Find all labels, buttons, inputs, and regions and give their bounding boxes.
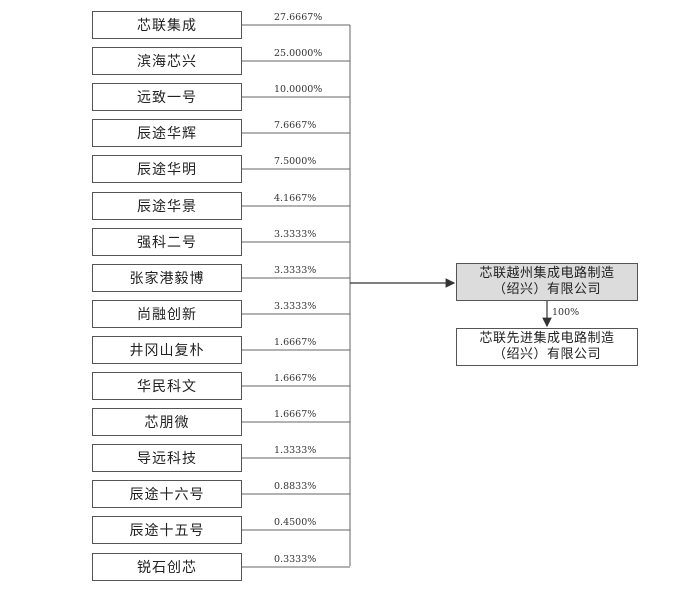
shareholding-percent-label: 3.3333% bbox=[274, 301, 317, 312]
shareholder-name: 锐石创芯 bbox=[137, 560, 197, 576]
shareholder-box: 辰途华辉 bbox=[92, 119, 242, 147]
shareholder-box: 辰途十五号 bbox=[92, 516, 242, 544]
shareholder-name: 辰途十六号 bbox=[129, 487, 205, 503]
shareholder-name: 芯朋微 bbox=[144, 415, 190, 431]
shareholder-name: 辰途华明 bbox=[137, 162, 197, 178]
shareholding-percent-label: 7.6667% bbox=[274, 120, 317, 131]
shareholder-name: 远致一号 bbox=[137, 90, 197, 106]
subsidiary-name-line1: 芯联先进集成电路制造 bbox=[479, 331, 615, 346]
shareholding-percent-label: 0.4500% bbox=[274, 517, 317, 528]
shareholding-percent-label: 27.6667% bbox=[274, 12, 323, 23]
target-company-box: 芯联越州集成电路制造 （绍兴）有限公司 bbox=[456, 263, 638, 301]
shareholder-box: 张家港毅博 bbox=[92, 264, 242, 292]
shareholder-box: 远致一号 bbox=[92, 83, 242, 111]
shareholder-box: 辰途十六号 bbox=[92, 480, 242, 508]
shareholder-box: 导远科技 bbox=[92, 444, 242, 472]
shareholder-name: 辰途华辉 bbox=[137, 126, 197, 142]
shareholder-box: 尚融创新 bbox=[92, 300, 242, 328]
shareholder-box: 井冈山复朴 bbox=[92, 336, 242, 364]
shareholding-percent-label: 3.3333% bbox=[274, 229, 317, 240]
shareholding-percent-label: 10.0000% bbox=[274, 84, 323, 95]
shareholding-percent-label: 1.6667% bbox=[274, 373, 317, 384]
shareholder-name: 辰途华景 bbox=[137, 199, 197, 215]
shareholder-name: 华民科文 bbox=[137, 379, 197, 395]
shareholder-name: 强科二号 bbox=[137, 235, 197, 251]
shareholding-percent-label: 0.8833% bbox=[274, 481, 317, 492]
target-company-name-line1: 芯联越州集成电路制造 bbox=[479, 266, 615, 281]
shareholding-percent-label: 1.6667% bbox=[274, 409, 317, 420]
subsidiary-percent-label: 100% bbox=[552, 307, 580, 318]
shareholder-box: 芯朋微 bbox=[92, 408, 242, 436]
subsidiary-name-line2: （绍兴）有限公司 bbox=[492, 347, 601, 362]
shareholder-name: 芯联集成 bbox=[137, 18, 197, 34]
shareholder-box: 华民科文 bbox=[92, 372, 242, 400]
shareholding-percent-label: 1.6667% bbox=[274, 337, 317, 348]
shareholder-name: 导远科技 bbox=[137, 451, 197, 467]
shareholder-box: 锐石创芯 bbox=[92, 553, 242, 581]
shareholder-box: 辰途华明 bbox=[92, 155, 242, 183]
shareholder-name: 滨海芯兴 bbox=[137, 54, 197, 70]
shareholder-name: 尚融创新 bbox=[137, 307, 197, 323]
shareholder-box: 芯联集成 bbox=[92, 11, 242, 39]
target-company-name-line2: （绍兴）有限公司 bbox=[492, 282, 601, 297]
shareholding-percent-label: 4.1667% bbox=[274, 193, 317, 204]
shareholder-box: 辰途华景 bbox=[92, 192, 242, 220]
shareholding-percent-label: 7.5000% bbox=[274, 156, 317, 167]
shareholding-percent-label: 25.0000% bbox=[274, 48, 323, 59]
shareholding-percent-label: 3.3333% bbox=[274, 265, 317, 276]
shareholder-box: 滨海芯兴 bbox=[92, 47, 242, 75]
shareholder-name: 辰途十五号 bbox=[129, 523, 205, 539]
shareholder-name: 张家港毅博 bbox=[129, 271, 205, 287]
shareholding-percent-label: 1.3333% bbox=[274, 445, 317, 456]
subsidiary-company-box: 芯联先进集成电路制造 （绍兴）有限公司 bbox=[456, 328, 638, 366]
shareholding-percent-label: 0.3333% bbox=[274, 554, 317, 565]
shareholder-box: 强科二号 bbox=[92, 228, 242, 256]
shareholder-name: 井冈山复朴 bbox=[129, 343, 205, 359]
